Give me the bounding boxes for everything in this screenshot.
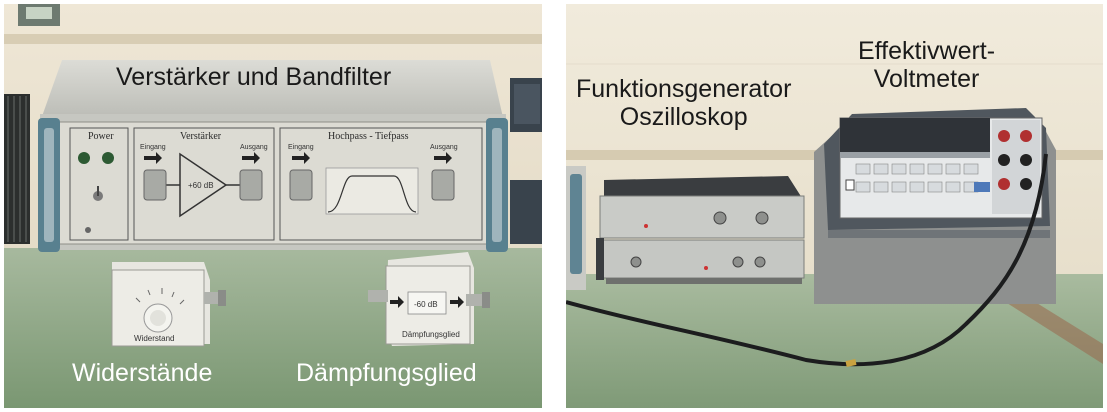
widerstand-box-label: Widerstand	[134, 334, 175, 343]
photo-amplifier-filter-setup: Verstärker und Bandfilter Power Verstärk…	[4, 4, 542, 408]
panel-label-ausgang-filter: Ausgang	[430, 144, 458, 151]
caption-effektivwert: Effektivwert-	[858, 37, 996, 65]
panel-label-ausgang-amp: Ausgang	[240, 144, 268, 151]
photo-right-scene	[566, 4, 1103, 408]
caption-oszilloskop: Oszilloskop	[619, 102, 748, 131]
panel-label-power: Power	[88, 131, 114, 142]
caption-widerstaende: Widerstände	[72, 359, 213, 387]
caption-funktionsgenerator-oszilloskop: Funktionsgenerator Oszilloskop	[576, 75, 792, 131]
daempfung-box-label: Dämpfungsglied	[402, 330, 460, 339]
photo-left-scene	[4, 4, 542, 408]
panel-label-eingang-amp: Eingang	[140, 144, 166, 151]
caption-daempfungsglied: Dämpfungsglied	[296, 359, 477, 387]
caption-funktionsgenerator: Funktionsgenerator	[576, 75, 792, 103]
photo-generator-voltmeter-setup: Funktionsgenerator Oszilloskop Effektivw…	[566, 4, 1103, 408]
caption-voltmeter: Voltmeter	[873, 64, 980, 93]
panel-label-gain: +60 dB	[188, 181, 214, 190]
panel-label-hochpass-tiefpass: Hochpass - Tiefpass	[328, 131, 409, 142]
panel-label-verstaerker: Verstärker	[180, 131, 222, 142]
panel-label-eingang-filter: Eingang	[288, 144, 314, 151]
caption-effektivwert-voltmeter: Effektivwert- Voltmeter	[858, 37, 996, 93]
daempfung-box-value: -60 dB	[414, 300, 438, 309]
caption-verstaerker-bandfilter: Verstärker und Bandfilter	[116, 63, 392, 91]
